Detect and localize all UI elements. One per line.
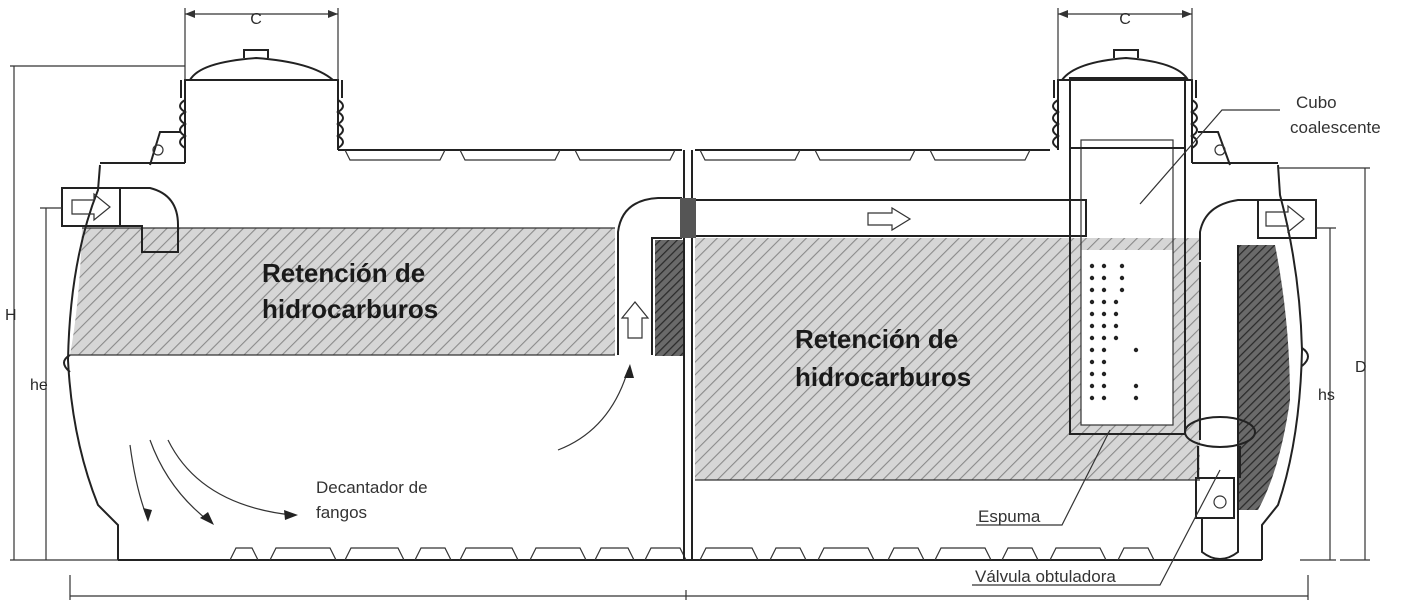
right-dark-band xyxy=(1238,245,1290,510)
right-retention-label-2: hidrocarburos xyxy=(795,362,971,392)
left-dark-band xyxy=(655,240,685,356)
callout-leaders xyxy=(972,109,1280,586)
left-retention-label-2: hidrocarburos xyxy=(262,294,438,324)
transfer-riser xyxy=(617,197,696,355)
valve-label: Válvula obtuladora xyxy=(975,567,1116,586)
coalescent-holes xyxy=(1089,263,1139,401)
dimension-d: D xyxy=(1355,359,1367,376)
right-retention-label-1: Retención de xyxy=(795,324,958,354)
right-manhole xyxy=(1052,49,1231,166)
shutoff-valve xyxy=(1184,416,1256,560)
dimension-hs: hs xyxy=(1318,387,1335,404)
outlet-pipe xyxy=(1199,199,1317,520)
left-retention-zone xyxy=(70,228,615,355)
dimension-c-right: C xyxy=(1119,11,1131,28)
coalescent-cube xyxy=(1069,77,1186,435)
dimension-lines xyxy=(10,8,1370,600)
left-manhole xyxy=(149,49,344,166)
tank-outline xyxy=(63,149,1309,561)
sludge-label-2: fangos xyxy=(316,503,367,522)
transfer-pipe xyxy=(696,199,1087,237)
coalescent-label-1: Cubo xyxy=(1296,93,1337,112)
dimension-he: he xyxy=(30,377,48,394)
foam-label: Espuma xyxy=(978,507,1041,526)
dimension-h: H xyxy=(5,307,17,324)
dimension-c-left: C xyxy=(250,11,262,28)
sludge-label-1: Decantador de xyxy=(316,478,428,497)
inlet-pipe xyxy=(61,187,179,253)
sludge-flow-arrows xyxy=(129,364,634,525)
coalescent-label-2: coalescente xyxy=(1290,118,1381,137)
left-retention-label-1: Retención de xyxy=(262,258,425,288)
